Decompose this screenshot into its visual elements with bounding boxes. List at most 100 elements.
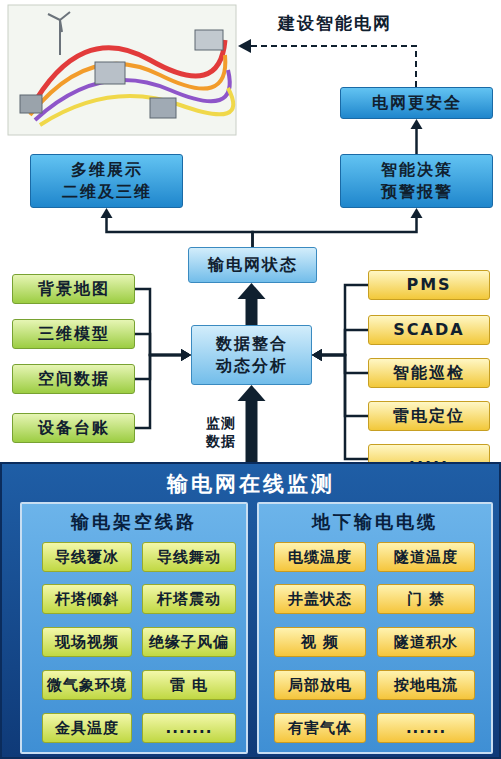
sensor-box: 导线覆冰: [42, 542, 132, 572]
connector: [238, 283, 266, 325]
connector: [135, 289, 191, 361]
node-text: 三维模型: [38, 323, 110, 345]
note-label: 建设智能电网: [278, 12, 392, 35]
arrow-head: [238, 39, 251, 53]
connector-line: [322, 355, 368, 373]
connector: [312, 349, 368, 416]
arrow-head: [238, 283, 266, 299]
arrow-head: [411, 208, 423, 218]
connector-line: [322, 285, 368, 355]
group-panel: 地下输电电缆电缆温度 隧道温度井盖状态 门 禁视 频 隧道积水局部放电 按地电流有害气体…: [257, 502, 493, 754]
arrow-head: [312, 349, 322, 361]
arrow-head: [181, 349, 191, 361]
node-text: .......: [166, 718, 213, 738]
system-box: 智能巡检: [368, 358, 490, 388]
node-text: 雷 电: [170, 675, 208, 695]
connector-line: [246, 401, 258, 462]
arrow-head: [181, 349, 191, 361]
node-text: 隧道积水: [394, 632, 458, 652]
process-box: 数据整合 动态分析: [191, 325, 312, 385]
sensor-box: 隧道温度: [377, 542, 475, 572]
connector: [312, 349, 368, 373]
node-text: 智能巡检: [393, 362, 465, 384]
sensor-box: 隧道积水: [377, 627, 475, 657]
arrow-head: [181, 349, 191, 361]
source-box: 设备台账: [12, 413, 135, 443]
wind-turbine-blades: [48, 12, 70, 32]
connector: [101, 208, 253, 247]
building-icon: [150, 98, 176, 118]
node-text: 微气象环境: [47, 675, 127, 695]
arrow-head: [411, 119, 423, 129]
connector-line: [135, 289, 181, 355]
output-box: 多维展示 二维及三维: [30, 154, 183, 208]
node-text: 绝缘子风偏: [149, 632, 229, 652]
node-text: PMS: [406, 274, 451, 296]
connector-line: [246, 299, 258, 325]
sensor-box: 杆塔倾斜: [42, 584, 132, 614]
node-text: 视 频: [301, 632, 339, 652]
power-arc: [40, 88, 233, 125]
smart-grid-illustration: [8, 5, 236, 135]
connector-line: [107, 218, 253, 247]
connector-line: [253, 218, 417, 247]
connector-line: [322, 355, 368, 459]
edge-label: 监测 数据: [204, 414, 238, 450]
connector: [312, 330, 368, 361]
node-text: 按地电流: [394, 675, 458, 695]
sensor-box: 有害气体: [274, 713, 366, 743]
power-arc: [30, 55, 225, 115]
output-box: 智能决策 预警报警: [340, 154, 493, 208]
node-text: 智能决策 预警报警: [341, 159, 492, 202]
dashed-arrow: [250, 46, 416, 87]
building-icon: [95, 62, 125, 84]
node-text: 数据整合 动态分析: [192, 333, 311, 376]
arrow-head: [312, 349, 322, 361]
node-text: 设备台账: [38, 417, 110, 439]
result-box: 电网更安全: [340, 87, 493, 119]
sensor-box: 导线舞动: [142, 542, 236, 572]
sensor-box: 门 禁: [377, 584, 475, 614]
node-text: ......: [406, 718, 446, 738]
building-icon: [195, 30, 223, 50]
system-box: SCADA: [368, 315, 490, 345]
sensor-box: 按地电流: [377, 670, 475, 700]
node-text: 多维展示 二维及三维: [31, 159, 182, 202]
node-text: 杆塔倾斜: [55, 589, 119, 609]
connector-line: [135, 355, 181, 379]
node-text: 地下输电电缆: [312, 510, 438, 534]
node-text: 金具温度: [55, 718, 119, 738]
sensor-box: 现场视频: [42, 627, 132, 657]
monitor-panel: 输电网在线监测输电架空线路导线覆冰导线舞动杆塔倾斜杆塔震动现场视频绝缘子风偏微气…: [0, 462, 501, 759]
node-text: 杆塔震动: [157, 589, 221, 609]
arrow-head: [312, 349, 322, 361]
node-text: 有害气体: [288, 718, 352, 738]
sensor-box: 局部放电: [274, 670, 366, 700]
source-box: 背景地图: [12, 274, 135, 304]
node-text: 井盖状态: [288, 589, 352, 609]
connector: [312, 285, 368, 361]
sensor-box: 绝缘子风偏: [142, 627, 236, 657]
sensor-box: .......: [142, 713, 236, 743]
connector-line: [322, 330, 368, 355]
node-text: 局部放电: [288, 675, 352, 695]
connector: [312, 349, 368, 459]
node-text: 输电架空线路: [71, 510, 197, 534]
connector: [135, 349, 191, 379]
node-text: 电网更安全: [372, 92, 462, 114]
node-text: 电缆温度: [288, 547, 352, 567]
node-text: 现场视频: [55, 632, 119, 652]
arrow-head: [101, 208, 113, 218]
node-text: 隧道温度: [394, 547, 458, 567]
sensor-box: 电缆温度: [274, 542, 366, 572]
arrow-head: [181, 349, 191, 361]
state-box: 输电网状态: [188, 247, 317, 283]
node-text: 导线覆冰: [55, 547, 119, 567]
sensor-box: 雷 电: [142, 670, 236, 700]
arrow-head: [238, 385, 266, 401]
node-text: 背景地图: [38, 278, 110, 300]
node-text: SCADA: [393, 319, 464, 341]
sensor-box: 井盖状态: [274, 584, 366, 614]
building-icon: [20, 95, 42, 113]
